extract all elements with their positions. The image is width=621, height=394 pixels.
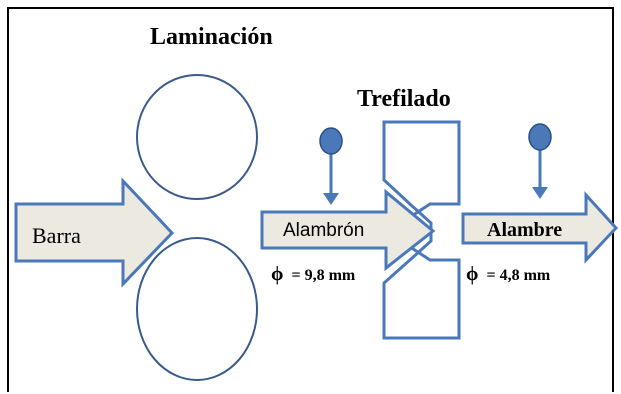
title-lamination: Laminación [150,24,273,50]
wire-rod-diameter-value: = 9,8 mm [291,267,355,284]
diameter-symbol-1: ϕ [271,263,283,285]
upper-roll [136,74,258,200]
wire-diameter-value: = 4,8 mm [486,267,550,284]
probe-wire [528,123,552,199]
wire-rod-arrow [260,188,436,272]
diagram-frame [7,7,614,392]
diameter-symbol-2: ϕ [466,263,478,285]
bar-label: Barra [32,223,81,248]
wire-label: Alambre [487,219,562,241]
probe-wire-rod [319,127,343,205]
wire-rod-label: Alambrón [283,220,364,241]
bar-arrow [14,177,175,288]
lower-roll [136,237,258,381]
wire-rod-diameter: ϕ = 9,8 mm [271,263,356,285]
wire-diameter: ϕ = 4,8 mm [466,263,551,285]
title-drawing: Trefilado [357,86,451,112]
wire-arrow [461,191,619,264]
